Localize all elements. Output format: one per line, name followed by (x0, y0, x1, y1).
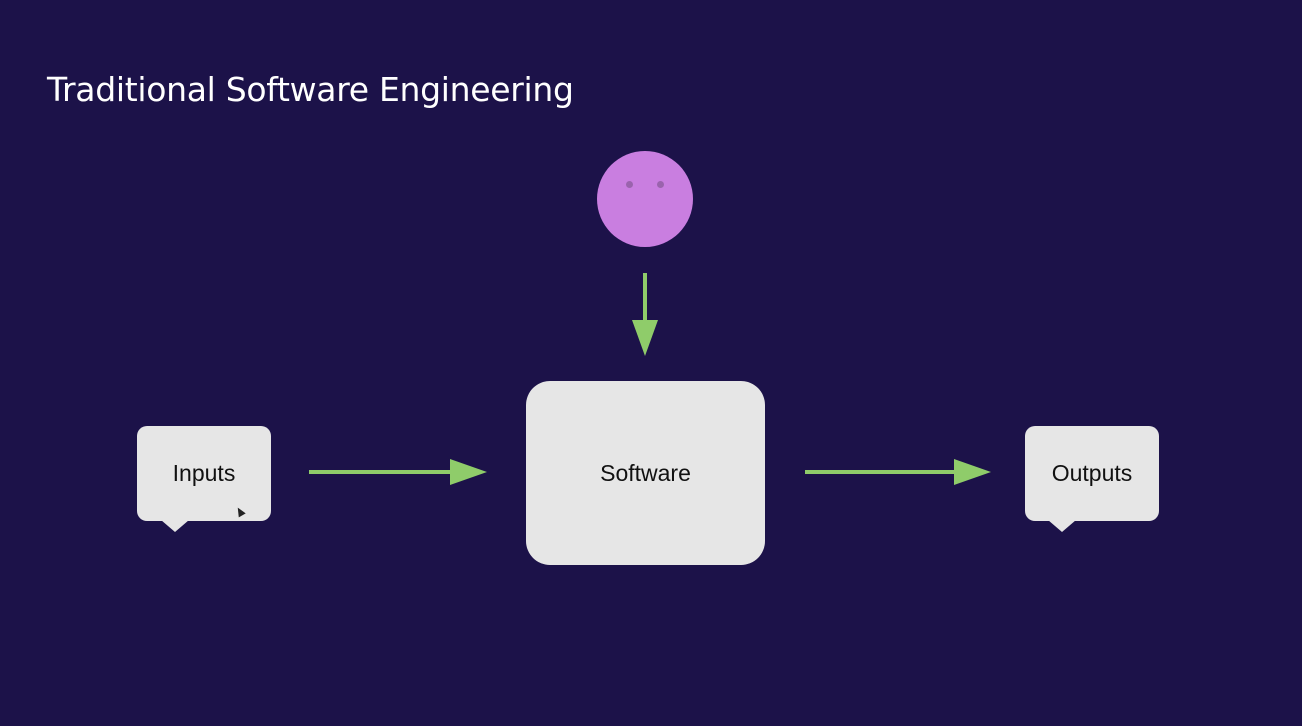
outputs-bubble: Outputs (1025, 426, 1159, 532)
face-left-eye (626, 181, 633, 188)
inputs-bubble: Inputs (137, 426, 271, 532)
software-box: Software (526, 381, 765, 565)
outputs-bubble-tail (1048, 520, 1076, 532)
arrow-software-to-outputs (805, 459, 991, 485)
inputs-bubble-tail (161, 520, 189, 532)
smiley-face-icon (597, 151, 693, 247)
arrow-person-to-software (632, 273, 658, 356)
software-label: Software (600, 459, 691, 486)
slide-title: Traditional Software Engineering (47, 70, 574, 109)
face-right-eye (657, 181, 664, 188)
arrow-inputs-to-software (309, 459, 487, 485)
inputs-label: Inputs (172, 460, 236, 486)
outputs-label: Outputs (1051, 460, 1133, 486)
